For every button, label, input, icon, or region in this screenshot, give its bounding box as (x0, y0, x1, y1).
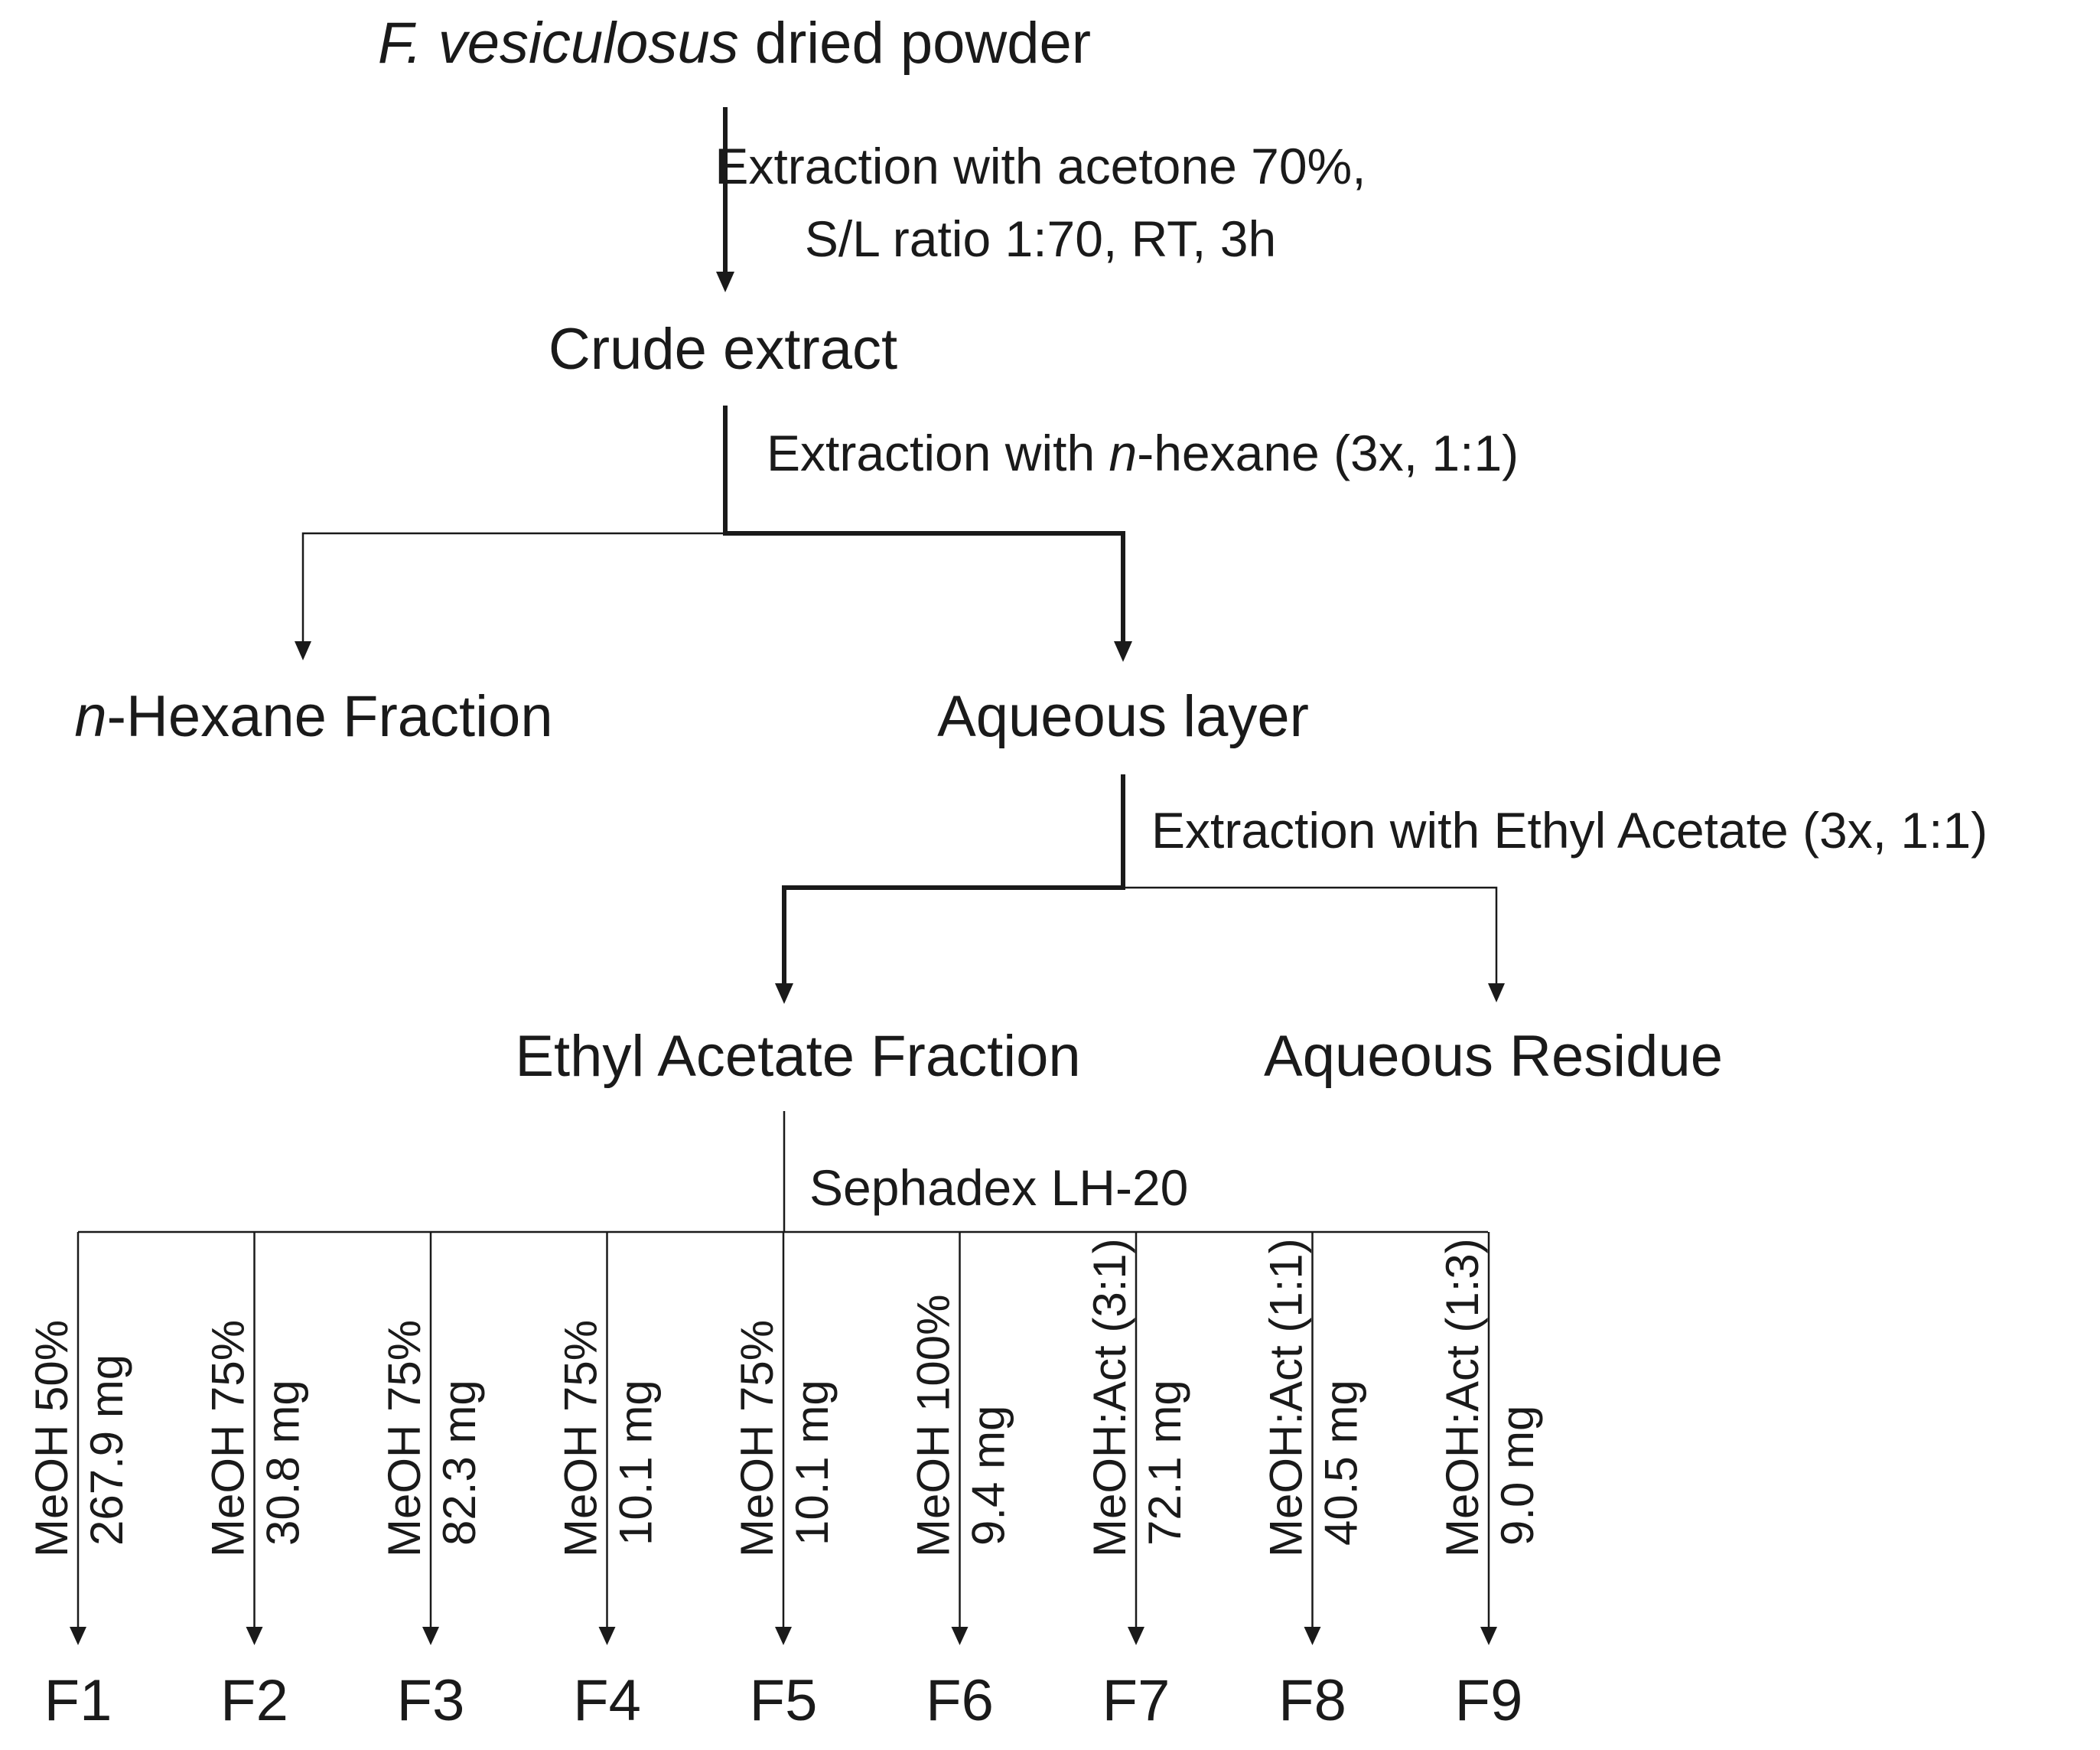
fraction-label-8: F8 (1278, 1668, 1346, 1733)
step-sephadex: Sephadex LH-20 (809, 1159, 1188, 1216)
node-hexane-italic: n (74, 684, 106, 749)
node-aqueous-layer: Aqueous layer (937, 684, 1309, 749)
fraction-mass-7: 72.1 mg (1139, 1380, 1190, 1546)
fraction-label-1: F1 (44, 1668, 112, 1733)
arrowhead-crude (716, 272, 734, 292)
fraction-mass-3: 82.3 mg (434, 1380, 485, 1546)
fraction-arrowhead-7 (1128, 1627, 1144, 1645)
node-hexane-rest: -Hexane Fraction (107, 684, 553, 749)
fraction-mass-9: 9.0 mg (1492, 1406, 1543, 1546)
node-hexane-fraction: n-Hexane Fraction (74, 684, 552, 749)
fraction-label-4: F4 (573, 1668, 641, 1733)
fraction-label-3: F3 (397, 1668, 465, 1733)
fraction-label-2: F2 (220, 1668, 288, 1733)
node-source-italic: F. vesiculosus (378, 11, 739, 76)
step-hexane-italic: n (1109, 425, 1138, 481)
fraction-eluent-5: MeOH 75% (731, 1320, 783, 1557)
fraction-mass-4: 10.1 mg (610, 1380, 662, 1546)
arrowhead-aqueous-layer (1114, 641, 1132, 662)
node-aqueous-residue: Aqueous Residue (1264, 1024, 1723, 1089)
fraction-arrowhead-2 (246, 1627, 263, 1645)
fraction-eluent-1: MeOH 50% (26, 1320, 77, 1557)
step-acetone-line1: Extraction with acetone 70%, (715, 138, 1366, 194)
fraction-eluent-3: MeOH 75% (379, 1320, 430, 1557)
fraction-mass-6: 9.4 mg (963, 1406, 1014, 1546)
fraction-eluent-2: MeOH 75% (203, 1320, 254, 1557)
fraction-mass-2: 30.8 mg (258, 1380, 309, 1546)
step-hexane-post: -hexane (3x, 1:1) (1137, 425, 1519, 481)
fraction-eluent-9: MeOH:Act (1:3) (1437, 1238, 1488, 1557)
fraction-label-9: F9 (1455, 1668, 1523, 1733)
fraction-arrowhead-9 (1480, 1627, 1497, 1645)
fraction-eluent-8: MeOH:Act (1:1) (1261, 1238, 1312, 1557)
fraction-arrowhead-4 (598, 1627, 616, 1645)
arrowhead-ethyl-acetate (775, 983, 793, 1004)
node-source: F. vesiculosus dried powder (378, 11, 1091, 76)
branch-to-hexane (301, 532, 725, 641)
node-ethyl-acetate-fraction: Ethyl Acetate Fraction (515, 1024, 1080, 1089)
fraction-eluent-4: MeOH 75% (555, 1320, 607, 1557)
fraction-mass-5: 10.1 mg (786, 1380, 838, 1546)
step-acetone-line2: S/L ratio 1:70, RT, 3h (805, 210, 1276, 267)
step-ethyl-acetate: Extraction with Ethyl Acetate (3x, 1:1) (1151, 802, 1988, 859)
fraction-label-5: F5 (750, 1668, 818, 1733)
node-source-rest: dried powder (739, 11, 1092, 76)
branch-to-aqueous-layer (723, 531, 1125, 641)
fraction-arrowhead-5 (775, 1627, 792, 1645)
fraction-eluent-6: MeOH 100% (908, 1295, 959, 1557)
fraction-arrowhead-3 (422, 1627, 439, 1645)
fraction-arrowhead-6 (951, 1627, 969, 1645)
branch-to-ethyl-acetate (782, 885, 1125, 983)
fraction-eluent-7: MeOH:Act (3:1) (1084, 1238, 1135, 1557)
fraction-label-7: F7 (1102, 1668, 1170, 1733)
arrowhead-hexane (295, 641, 311, 660)
step-hexane: Extraction with n-hexane (3x, 1:1) (767, 425, 1519, 481)
fraction-arrowhead-1 (70, 1627, 86, 1645)
branch-to-aqueous-residue (1123, 886, 1498, 983)
fraction-label-6: F6 (926, 1668, 994, 1733)
node-crude-extract: Crude extract (549, 317, 897, 382)
fraction-mass-1: 267.9 mg (81, 1354, 132, 1546)
step-hexane-pre: Extraction with (767, 425, 1109, 481)
fraction-mass-8: 40.5 mg (1316, 1380, 1367, 1546)
fraction-arrowhead-8 (1304, 1627, 1321, 1645)
arrowhead-aqueous-residue (1488, 983, 1505, 1002)
